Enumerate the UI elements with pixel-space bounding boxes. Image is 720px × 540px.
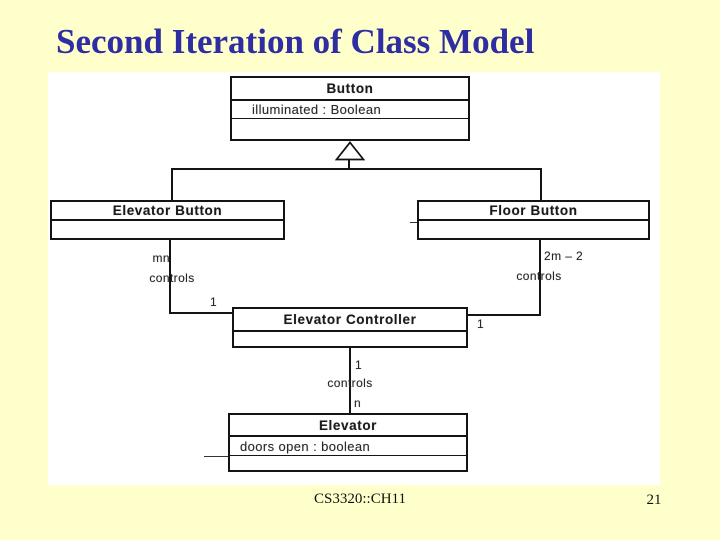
multiplicity-label-2m-2: 2m – 2: [544, 249, 584, 263]
role-label-controls-middle: controls: [327, 376, 373, 390]
inheritance-horizontal-line: [171, 168, 542, 170]
class-name: Button: [232, 78, 468, 101]
class-box-elevator: Elevator doors open : boolean: [228, 413, 468, 472]
inheritance-triangle-icon: [335, 141, 365, 161]
class-operations-compartment: [230, 456, 466, 470]
multiplicity-label-mn: mn: [152, 251, 170, 265]
scan-artifact-line: [204, 456, 230, 457]
multiplicity-label-one-right: 1: [477, 317, 485, 331]
inheritance-left-drop-line: [171, 168, 173, 200]
class-name: Elevator Controller: [234, 309, 466, 332]
class-box-button: Button illuminated : Boolean: [230, 76, 470, 141]
class-attributes-compartment: [419, 221, 648, 238]
class-name: Elevator: [230, 415, 466, 437]
association-right-vertical-line: [539, 240, 541, 316]
class-operations-compartment: [232, 119, 468, 139]
footer-course-label: CS3320::CH11: [314, 491, 406, 507]
role-label-controls-right: controls: [516, 269, 562, 283]
page-number: 21: [646, 492, 662, 508]
role-label-controls-left: controls: [149, 271, 195, 285]
inheritance-right-drop-line: [540, 168, 542, 200]
class-name: Elevator Button: [52, 202, 283, 221]
class-name: Floor Button: [419, 202, 648, 221]
association-left-horizontal-line: [169, 312, 234, 314]
class-attributes-compartment: [234, 332, 466, 346]
inheritance-stem-line: [348, 160, 350, 170]
multiplicity-label-one-left: 1: [210, 295, 218, 309]
class-box-elevator-button: Elevator Button: [50, 200, 285, 240]
class-attribute: doors open : boolean: [230, 437, 466, 456]
association-right-horizontal-line: [466, 314, 541, 316]
uml-class-diagram: Button illuminated : Boolean Elevator Bu…: [48, 72, 660, 485]
association-left-vertical-line: [169, 240, 171, 314]
class-attribute: illuminated : Boolean: [232, 101, 468, 119]
class-attributes-compartment: [52, 221, 283, 238]
class-box-elevator-controller: Elevator Controller: [232, 307, 468, 348]
scan-artifact-line: [410, 222, 417, 223]
multiplicity-label-n-middle: n: [354, 396, 362, 410]
association-middle-vertical-line: [349, 348, 351, 413]
page-title: Second Iteration of Class Model: [56, 22, 535, 61]
class-box-floor-button: Floor Button: [417, 200, 650, 240]
multiplicity-label-one-middle: 1: [355, 358, 363, 372]
